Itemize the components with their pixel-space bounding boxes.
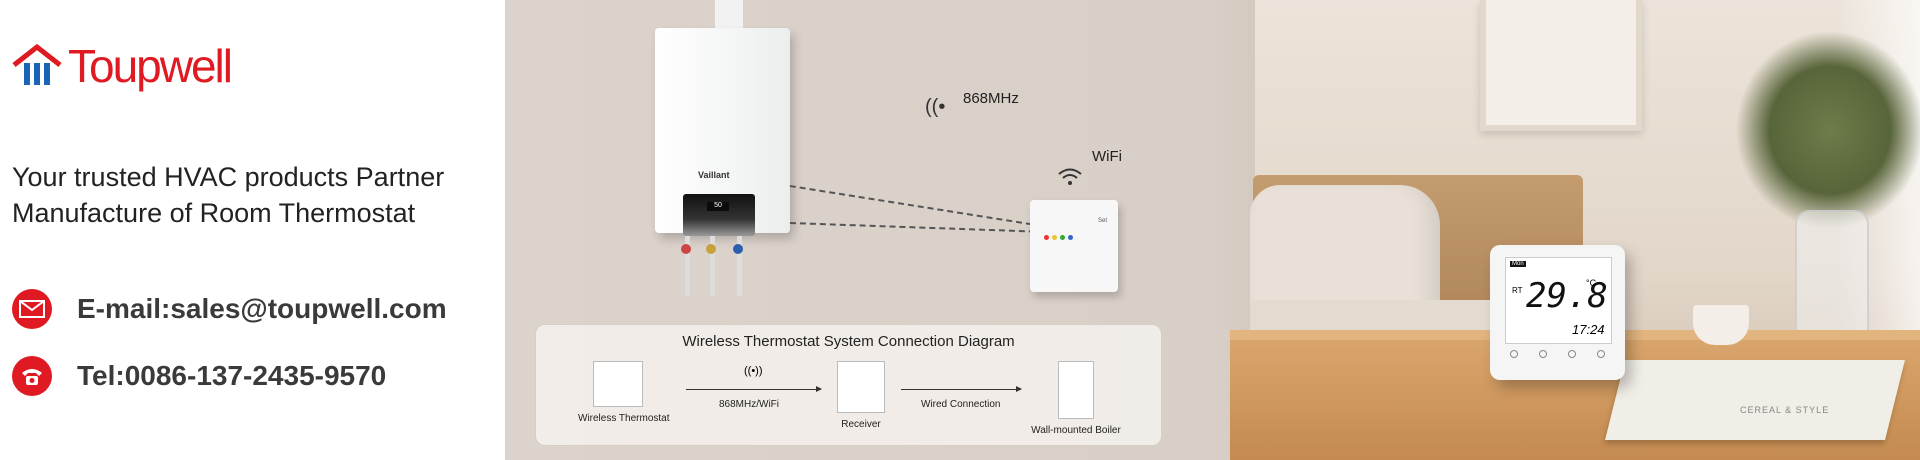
- flue-pipe: [715, 0, 743, 32]
- boiler-valve: [706, 244, 716, 254]
- thermostat-rt-label: RT: [1512, 286, 1523, 295]
- phone-contact[interactable]: Tel:0086-137-2435-9570: [12, 356, 386, 396]
- boiler-pipe: [685, 236, 690, 296]
- wifi-icon: [1058, 168, 1082, 185]
- diagram-node-label: Wall-mounted Boiler: [1031, 425, 1121, 436]
- diagram-arrow: [901, 386, 1022, 392]
- diagram-node-receiver: Receiver: [836, 361, 886, 430]
- boiler-valve: [681, 244, 691, 254]
- boiler-pipe: [710, 236, 715, 296]
- label-wifi: WiFi: [1092, 148, 1122, 165]
- boiler-valve: [733, 244, 743, 254]
- receiver-led: [1060, 235, 1065, 240]
- connection-diagram: Wireless Thermostat System Connection Di…: [535, 324, 1162, 446]
- envelope-icon: [12, 289, 52, 329]
- boiler-display: 50: [707, 202, 729, 211]
- radio-wave-icon: ((•: [925, 96, 946, 118]
- tagline-partner: Your trusted HVAC products Partner: [12, 162, 445, 192]
- thermostat-thumbnail: [593, 361, 643, 407]
- thermostat-unit: °C: [1586, 278, 1597, 288]
- receiver-thumbnail: [837, 361, 885, 413]
- diagram-title: Wireless Thermostat System Connection Di…: [682, 333, 1015, 350]
- receiver-led: [1052, 235, 1057, 240]
- brand-logo[interactable]: Toupwell: [12, 40, 233, 92]
- diagram-link-label: Wired Connection: [921, 399, 1001, 410]
- signal-icon: ((•)): [744, 365, 763, 377]
- boiler-brand: Vaillant: [698, 170, 730, 180]
- telephone-icon: [12, 356, 52, 396]
- diagram-node-boiler: Wall-mounted Boiler: [1031, 361, 1121, 436]
- wire-line: [789, 185, 1032, 226]
- diagram-link-label: 868MHz/WiFi: [719, 399, 780, 410]
- diagram-arrow: [686, 386, 822, 392]
- wall-boiler: Vaillant 50: [655, 28, 790, 236]
- receiver-led: [1044, 235, 1049, 240]
- phone-text: Tel:0086-137-2435-9570: [77, 360, 387, 391]
- boiler-control-panel: 50: [683, 194, 755, 236]
- label-868mhz: 868MHz: [963, 90, 1019, 107]
- brand-panel: Toupwell Your trusted HVAC products Part…: [0, 0, 505, 460]
- plant: [1735, 30, 1920, 230]
- thermostat-temperature: 29.8: [1526, 276, 1608, 316]
- house-logo-icon: [12, 43, 62, 85]
- email-contact[interactable]: E-mail:sales@toupwell.com: [12, 289, 447, 329]
- diagram-node-label: Receiver: [841, 419, 881, 430]
- thermostat-time: 17:24: [1572, 322, 1605, 337]
- wall-picture-frame: [1480, 0, 1642, 131]
- thermostat-screen: Mon RT 29.8 °C 17:24: [1505, 257, 1612, 344]
- receiver-led: [1068, 235, 1073, 240]
- tagline-manufacture: Manufacture of Room Thermostat: [12, 198, 416, 228]
- brand-name: Toupwell: [68, 40, 233, 92]
- receiver-set-label: Set: [1098, 218, 1108, 224]
- email-text: E-mail:sales@toupwell.com: [77, 293, 447, 324]
- thermostat-buttons: [1510, 350, 1605, 358]
- boiler-pipe: [737, 236, 742, 296]
- wire-line: [789, 222, 1035, 233]
- product-scene-photo: CEREAL & STYLE Mon RT 29.8 °C 17:24 Vail…: [505, 0, 1920, 460]
- mug: [1693, 305, 1749, 345]
- book: [1605, 360, 1905, 440]
- boiler-thumbnail: [1058, 361, 1094, 419]
- diagram-node-label: Wireless Thermostat: [578, 413, 670, 424]
- room-thermostat: Mon RT 29.8 °C 17:24: [1490, 245, 1625, 380]
- diagram-node-thermostat: Wireless Thermostat: [578, 361, 670, 424]
- thermostat-day: Mon: [1510, 261, 1526, 267]
- receiver-unit: Set: [1030, 200, 1118, 292]
- book-title: CEREAL & STYLE: [1740, 405, 1830, 415]
